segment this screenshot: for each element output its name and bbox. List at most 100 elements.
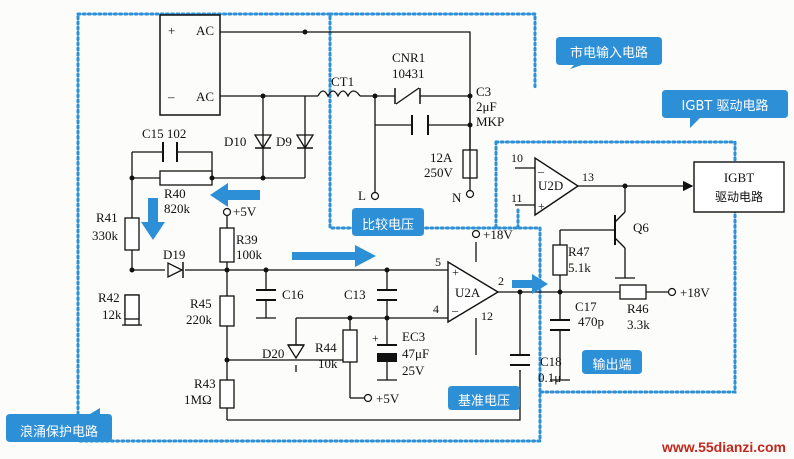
- label-fuse-value: 250V: [424, 165, 454, 180]
- label-ec3-voltage: 25V: [402, 363, 425, 378]
- fuse-12a: [462, 149, 478, 179]
- terminal-n-dot: [465, 189, 475, 199]
- label-r40: R40: [164, 186, 186, 201]
- bridge-rectifier: + – AC AC: [159, 14, 221, 116]
- label-d9: D9: [276, 134, 292, 149]
- label-c16: C16: [282, 287, 304, 302]
- label-ct1: CT1: [331, 74, 354, 89]
- callout-surge-protection: 浪涌保护电路: [4, 408, 114, 444]
- u2d-plus: +: [538, 199, 545, 213]
- label-r46: R46: [627, 301, 649, 316]
- mains-input-boundary: [328, 12, 537, 90]
- callout-output-terminal: 输出端: [580, 348, 644, 378]
- label-c3: C3: [476, 84, 491, 99]
- u2a-opamp: [447, 260, 500, 324]
- label-c17-value: 470p: [578, 314, 604, 329]
- c17-capacitor: [550, 319, 570, 331]
- igbt-box-line2: 驱动电路: [715, 189, 763, 204]
- ec3-capacitor: +: [372, 331, 397, 362]
- u2a-plus: +: [452, 265, 459, 279]
- igbt-box-line1: IGBT: [724, 170, 754, 185]
- c3-capacitor: [411, 115, 429, 135]
- label-r40-value: 820k: [164, 201, 191, 216]
- label-cnr1-value: 10431: [392, 66, 425, 81]
- pin-13: 13: [582, 170, 594, 184]
- label-d10: D10: [224, 134, 246, 149]
- pin-5: 5: [435, 255, 441, 269]
- u2d-opamp: [534, 156, 580, 217]
- label-c13: C13: [344, 287, 366, 302]
- ct1-coil: [317, 90, 361, 98]
- terminal-l-dot: [370, 191, 380, 201]
- label-d20: D20: [262, 346, 284, 361]
- label-r43-value: 1MΩ: [184, 392, 212, 407]
- callout-igbt-drive: IGBT 驱动电路: [660, 88, 790, 128]
- bridge-ac-top: AC: [196, 23, 214, 38]
- label-cnr1: CNR1: [392, 50, 425, 65]
- callout-mains-input: 市电输入电路: [554, 35, 664, 69]
- c13-capacitor: [377, 289, 397, 301]
- label-r47-value: 5.1k: [568, 260, 591, 275]
- label-c3-type: MKP: [476, 114, 504, 129]
- label-r43: R43: [194, 376, 216, 391]
- label-terminal-n: N: [452, 190, 462, 205]
- label-terminal-l: L: [358, 188, 366, 203]
- label-r44: R44: [315, 340, 337, 355]
- pin-2: 2: [498, 274, 504, 288]
- label-u2d: U2D: [538, 178, 563, 193]
- u2a-minus: –: [451, 303, 459, 317]
- svg-text:+: +: [372, 331, 379, 345]
- label-r41-value: 330k: [92, 228, 119, 243]
- diode-d19: [167, 261, 184, 279]
- label-ec3-value: 47μF: [402, 346, 429, 361]
- label-u2a: U2A: [455, 285, 481, 300]
- label-plus5v-bottom: +5V: [376, 391, 400, 406]
- r43-resistor: [219, 379, 235, 409]
- arrow-right-output: [512, 274, 548, 294]
- bridge-plus: +: [168, 23, 175, 38]
- label-r44-value: 10k: [318, 356, 338, 371]
- igbt-boundary: [494, 140, 737, 394]
- u2d-minus: –: [537, 164, 545, 178]
- flow-arrows: [141, 183, 548, 294]
- pin-4: 4: [433, 302, 439, 316]
- plus5v-top-dot: [222, 207, 232, 217]
- label-r39-value: 100k: [236, 247, 263, 262]
- r42-cover: [124, 294, 140, 320]
- label-fuse: 12A: [430, 150, 453, 165]
- r45-resistor: [219, 295, 235, 327]
- pin-11: 11: [511, 191, 523, 205]
- label-q6: Q6: [633, 220, 649, 235]
- label-plus18v-right: +18V: [680, 285, 710, 300]
- label-c18: C18: [540, 354, 562, 369]
- plus5v-bottom-dot: [363, 393, 373, 403]
- q6-transistor: [614, 211, 626, 249]
- component-labels: C15 102 CT1 CNR1 10431 C3 2μF MKP D10 D9…: [92, 50, 710, 407]
- watermark: www.55dianzi.com: [661, 439, 786, 455]
- r44-resistor: [342, 329, 358, 363]
- label-plus5v-top: +5V: [233, 204, 257, 219]
- label-d19: D19: [163, 247, 185, 262]
- arrow-right-input: [292, 245, 376, 267]
- c18-capacitor: [510, 354, 530, 366]
- arrow-down-r41: [141, 198, 165, 240]
- label-r42: R42: [98, 290, 120, 305]
- diode-d10: [253, 134, 273, 150]
- bridge-minus: –: [167, 89, 175, 104]
- label-r39: R39: [236, 232, 258, 247]
- r40-resistor: [159, 170, 213, 186]
- pin-labels: 10 11 13 – + 5 4 2 12 + –: [433, 151, 594, 323]
- label-c3-value: 2μF: [476, 99, 497, 114]
- label-r45: R45: [190, 296, 212, 311]
- diode-d9: [295, 134, 315, 150]
- c16-capacitor: [256, 289, 276, 301]
- bridge-ac-bottom: AC: [196, 89, 214, 104]
- pin-12: 12: [481, 309, 493, 323]
- plus18v-top-dot: [471, 229, 481, 239]
- r46-resistor: [619, 284, 647, 300]
- arrow-r40-left: [210, 183, 260, 207]
- junction-dots: [129, 29, 628, 363]
- label-r41: R41: [96, 210, 118, 225]
- label-c17: C17: [575, 299, 597, 314]
